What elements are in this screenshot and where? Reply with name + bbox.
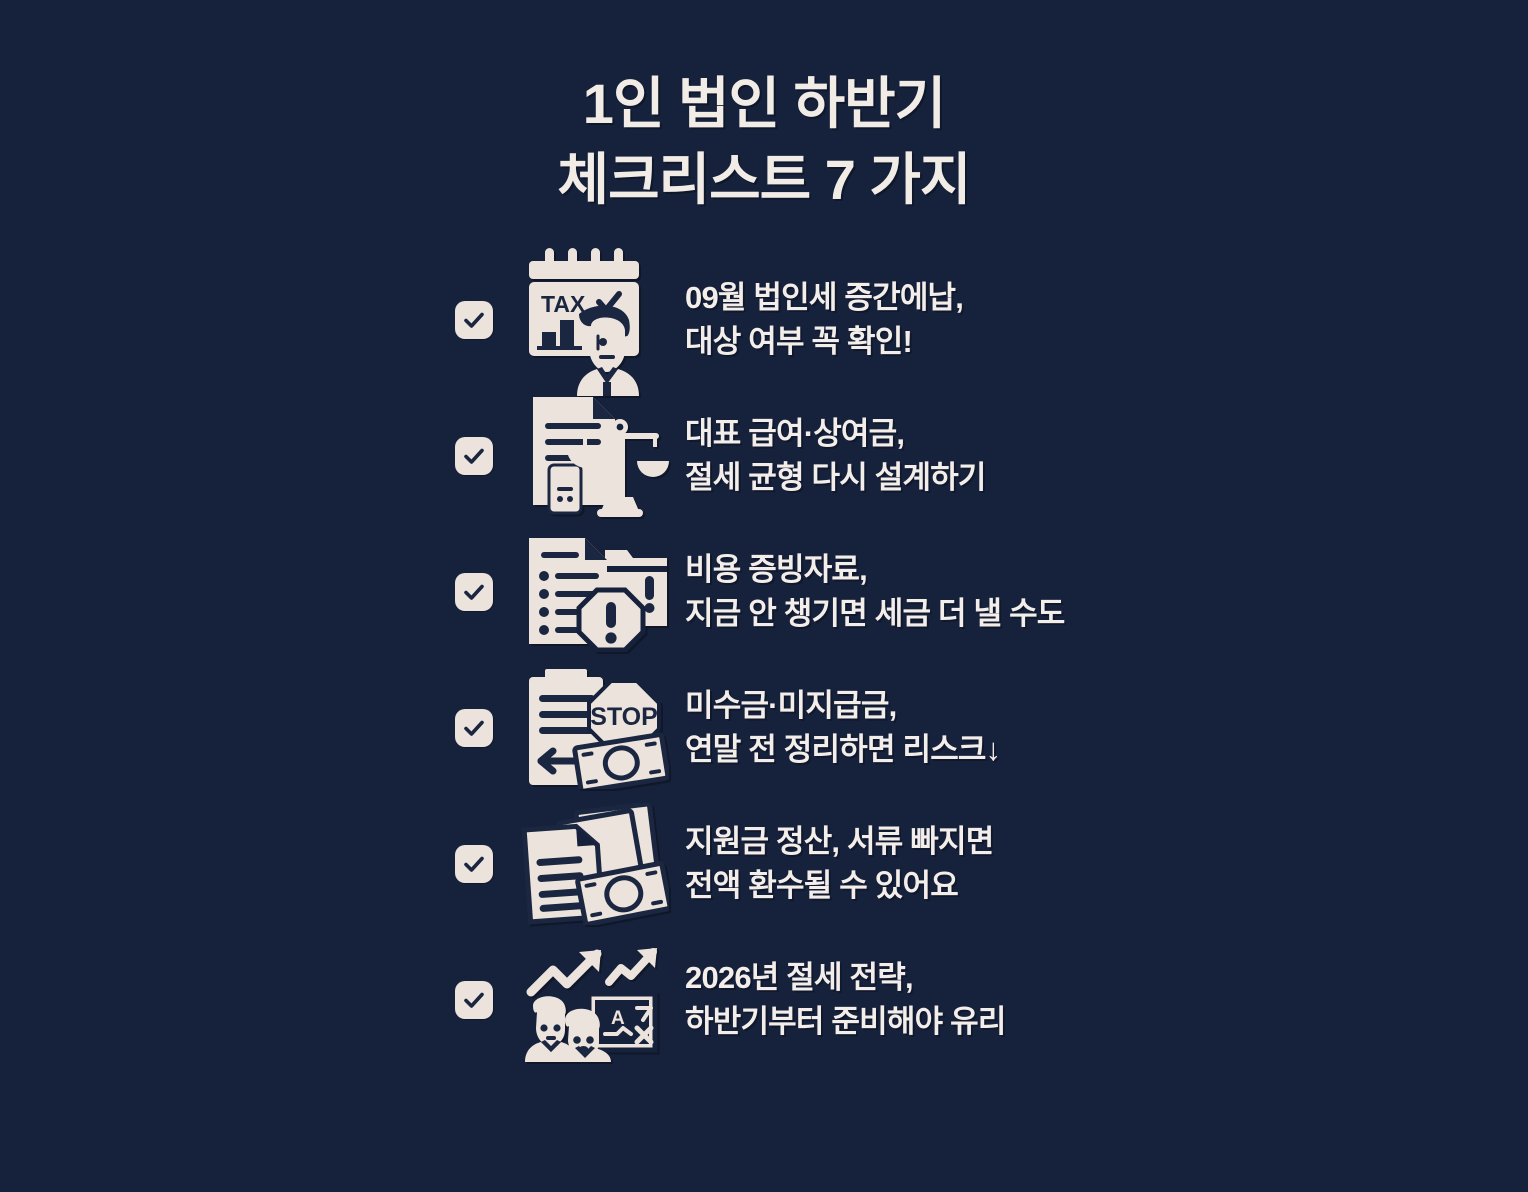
- clipboard-stop-money-icon: STOP: [519, 661, 669, 795]
- list-item-line-1: 비용 증빙자료,: [685, 551, 868, 587]
- list-item-line-1: 미수금·미지급금,: [685, 687, 897, 723]
- list-item-line-1: 대표 급여·상여금,: [685, 415, 905, 451]
- list-item-text: 미수금·미지급금, 연말 전 정리하면 리스크↓: [685, 684, 1455, 772]
- page-title: 1인 법인 하반기 체크리스트 7 가지: [0, 0, 1528, 218]
- list-item-line-2: 지금 안 챙기면 세금 더 낼 수도: [685, 596, 1065, 631]
- list-item[interactable]: A: [455, 932, 1455, 1068]
- list-item-line-2: 연말 전 정리하면 리스크↓: [685, 732, 1001, 767]
- svg-text:TAX: TAX: [541, 291, 586, 317]
- list-item[interactable]: STOP 미수금·미지급금, 연말 전 정리하면 리스크↓: [455, 660, 1455, 796]
- checkbox-item-1[interactable]: [455, 301, 493, 339]
- list-item[interactable]: 대표 급여·상여금, 절세 균형 다시 설계하기: [455, 388, 1455, 524]
- list-item-text: 지원금 정산, 서류 빠지면 전액 환수될 수 있어요: [685, 820, 1455, 908]
- document-folder-alert-icon: [519, 525, 669, 659]
- list-item-text: 09월 법인세 증간에납, 대상 여부 꼭 확인!: [685, 276, 1455, 364]
- document-scales-icon: [519, 389, 669, 523]
- list-item[interactable]: TAX: [455, 248, 1455, 396]
- list-item-line-2: 하반기부터 준비해야 유리: [685, 1004, 1006, 1039]
- title-line-2: 체크리스트 7 가지: [557, 148, 972, 212]
- checkbox-item-4[interactable]: [455, 709, 493, 747]
- list-item-line-2: 절세 균형 다시 설계하기: [685, 460, 986, 495]
- checkbox-item-2[interactable]: [455, 437, 493, 475]
- tax-calendar-person-icon: TAX: [519, 248, 669, 396]
- svg-text:A: A: [611, 1008, 625, 1029]
- list-item[interactable]: 지원금 정산, 서류 빠지면 전액 환수될 수 있어요: [455, 796, 1455, 932]
- growth-chart-people-board-icon: A: [519, 933, 669, 1067]
- documents-banknote-icon: [519, 797, 669, 931]
- checklist: TAX: [455, 248, 1455, 1068]
- checkbox-item-3[interactable]: [455, 573, 493, 611]
- list-item-line-1: 지원금 정산, 서류 빠지면: [685, 823, 994, 859]
- list-item[interactable]: 비용 증빙자료, 지금 안 챙기면 세금 더 낼 수도: [455, 524, 1455, 660]
- list-item-line-2: 대상 여부 꼭 확인!: [685, 324, 913, 359]
- title-line-1: 1인 법인 하반기: [582, 72, 946, 135]
- list-item-line-1: 09월 법인세 증간에납,: [685, 279, 964, 315]
- checkbox-item-5[interactable]: [455, 845, 493, 883]
- list-item-text: 비용 증빙자료, 지금 안 챙기면 세금 더 낼 수도: [685, 548, 1455, 636]
- list-item-text: 대표 급여·상여금, 절세 균형 다시 설계하기: [685, 412, 1455, 500]
- list-item-text: 2026년 절세 전략, 하반기부터 준비해야 유리: [685, 956, 1455, 1044]
- checkbox-item-6[interactable]: [455, 981, 493, 1019]
- list-item-line-2: 전액 환수될 수 있어요: [685, 868, 959, 903]
- svg-text:STOP: STOP: [590, 703, 658, 731]
- list-item-line-1: 2026년 절세 전략,: [685, 959, 914, 995]
